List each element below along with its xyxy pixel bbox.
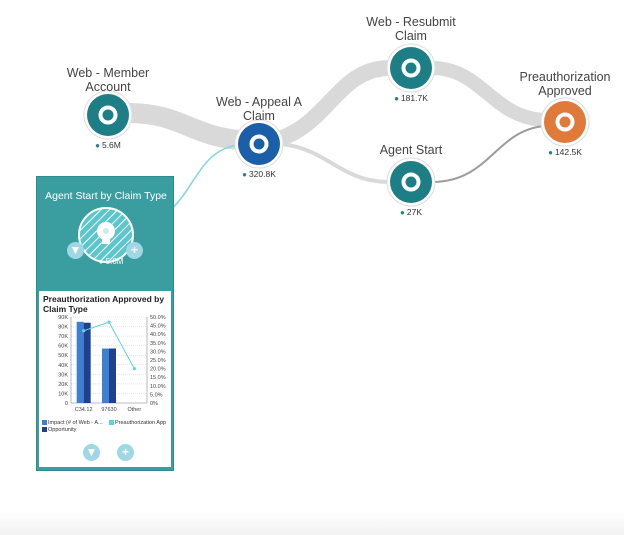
link-member-appeal[interactable] xyxy=(127,103,240,150)
link-appeal-agent[interactable] xyxy=(281,142,391,184)
node-count-preauth: ●142.5K xyxy=(548,147,582,157)
node-agent[interactable] xyxy=(386,157,436,207)
y-tick-label: 50K xyxy=(58,353,68,359)
node-member[interactable] xyxy=(83,90,133,140)
line-point xyxy=(132,367,136,371)
node-count-resubmit: ●181.7K xyxy=(394,93,428,103)
node-count-appeal: ●320.8K xyxy=(242,169,276,179)
y2-tick-label: 20.0% xyxy=(150,367,166,373)
y-tick-label: 70K xyxy=(58,334,68,340)
node-count-member: ●5.6M xyxy=(95,140,121,150)
panel-plus-button[interactable]: + xyxy=(126,242,143,259)
x-tick-label: C34.12 xyxy=(75,407,93,413)
bar xyxy=(76,321,84,403)
legend-item-impact: Impact (# of Web - A... xyxy=(42,420,103,426)
thumbs-down-icon: ▼ xyxy=(85,445,98,459)
chart-thumbs-down-button[interactable]: ▼ xyxy=(83,444,100,461)
y2-tick-label: 30.0% xyxy=(150,349,166,355)
ring-icon xyxy=(401,58,421,78)
person-icon: ● xyxy=(400,208,405,217)
x-tick-label: Other xyxy=(127,407,141,413)
link-appeal-resubmit[interactable] xyxy=(278,60,391,146)
panel-node[interactable] xyxy=(37,205,175,285)
node-label-agent: Agent Start xyxy=(379,143,443,157)
node-count-agent: ●27K xyxy=(400,207,422,217)
y2-tick-label: 0% xyxy=(150,401,158,407)
person-icon: ● xyxy=(98,257,106,266)
panel-title: Agent Start by Claim Type xyxy=(45,190,167,202)
node-appeal[interactable] xyxy=(234,119,284,169)
y-tick-label: 10K xyxy=(58,391,68,397)
y2-tick-label: 10.0% xyxy=(150,384,166,390)
line-point xyxy=(107,320,111,324)
y2-tick-label: 15.0% xyxy=(150,375,166,381)
x-tick-label: 97630 xyxy=(101,407,116,413)
bottom-strip xyxy=(0,510,624,535)
y2-tick-label: 5.0% xyxy=(150,392,163,398)
line-point xyxy=(82,329,86,333)
agent-start-panel: Agent Start by Claim Type ▼ + ● 5.6M Pre… xyxy=(36,176,174,471)
bar xyxy=(109,348,116,403)
node-label-resubmit: Web - Resubmit Claim xyxy=(366,15,456,43)
y-tick-label: 0 xyxy=(65,401,68,407)
plus-icon: + xyxy=(130,243,138,257)
ring-icon xyxy=(555,112,575,132)
y2-tick-label: 35.0% xyxy=(150,341,166,347)
y-tick-label: 30K xyxy=(58,372,68,378)
y2-tick-label: 25.0% xyxy=(150,358,166,364)
bar xyxy=(102,348,109,403)
node-resubmit[interactable] xyxy=(386,43,436,93)
combo-chart: 0 10K 20K 30K 40K 50K 60K 70K 80K 90K 0% 5.0% 10.0% 1… xyxy=(58,315,166,413)
legend-item-opportunity: Opportunity xyxy=(42,427,76,433)
node-label-member: Web - Member Account xyxy=(66,66,150,94)
y-tick-label: 60K xyxy=(58,344,68,350)
node-label-appeal: Web - Appeal A Claim xyxy=(216,95,302,123)
y-tick-label: 20K xyxy=(58,382,68,388)
thumbs-down-icon: ▼ xyxy=(69,243,82,257)
ring-icon xyxy=(401,172,421,192)
link-panel-appeal xyxy=(167,144,239,213)
person-icon: ● xyxy=(548,148,553,157)
panel-thumbs-down-button[interactable]: ▼ xyxy=(67,242,84,259)
plus-icon: + xyxy=(121,445,129,459)
flow-links xyxy=(127,60,546,213)
person-icon: ● xyxy=(95,141,100,150)
person-icon: ● xyxy=(394,94,399,103)
bar xyxy=(83,322,91,403)
y-tick-label: 90K xyxy=(58,315,68,321)
y2-tick-label: 50.0% xyxy=(150,315,166,321)
ring-icon xyxy=(98,105,118,125)
link-agent-preauth[interactable] xyxy=(431,125,546,183)
chart-plus-button[interactable]: + xyxy=(117,444,134,461)
inner-chart-title: Preauthorization Approved by Claim Type xyxy=(43,294,165,314)
person-icon: ● xyxy=(242,170,247,179)
node-label-preauth: Preauthorization Approved xyxy=(519,70,611,98)
y2-tick-label: 40.0% xyxy=(150,332,166,338)
node-preauth[interactable] xyxy=(540,97,590,147)
panel-count: ● 5.6M xyxy=(98,257,124,266)
y-tick-label: 80K xyxy=(58,325,68,331)
legend-item-preauth: Preauthorization App xyxy=(109,420,166,426)
link-resubmit-preauth[interactable] xyxy=(431,61,546,127)
inner-chart-card: Preauthorization Approved by Claim Type … xyxy=(39,291,171,467)
y2-tick-label: 45.0% xyxy=(150,324,166,330)
lightbulb-icon xyxy=(97,222,115,244)
y-tick-label: 40K xyxy=(58,363,68,369)
ring-icon xyxy=(249,134,269,154)
